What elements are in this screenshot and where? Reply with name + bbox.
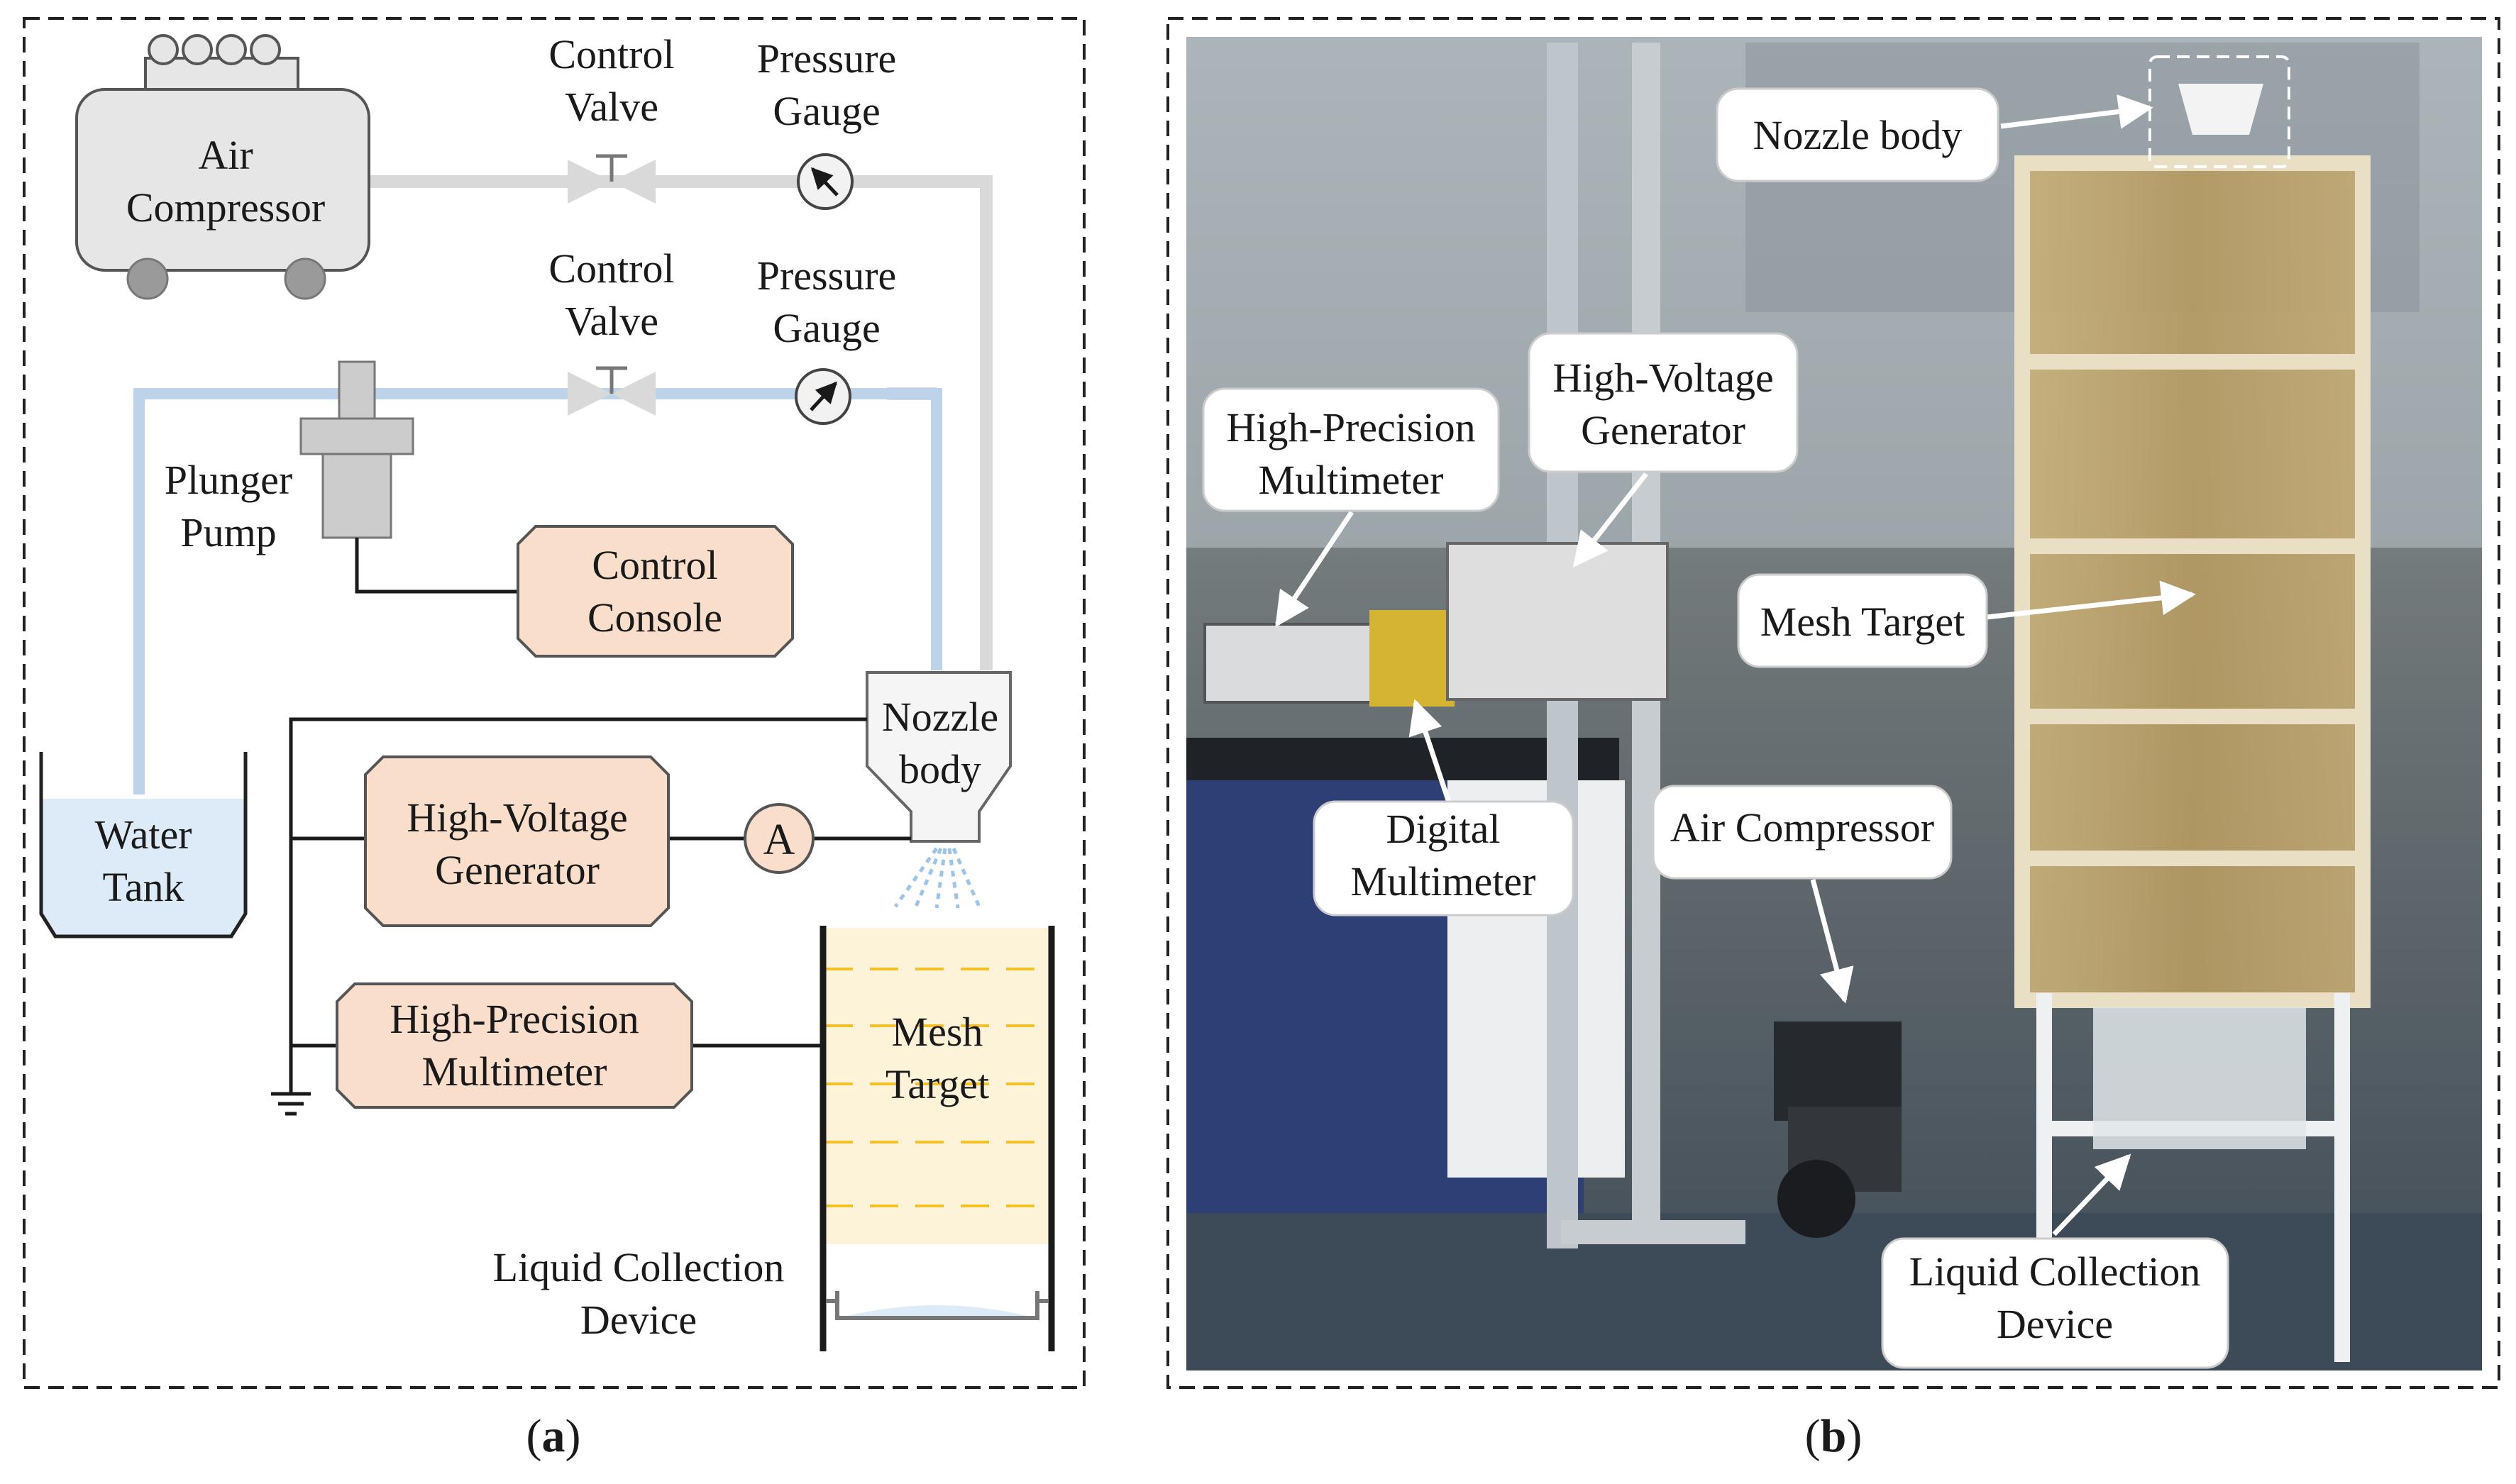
panel-a: Air Compressor Control Valve Pressure Ga… [23, 17, 1086, 1462]
liquid-collection-label-1: Liquid Collection [493, 1244, 785, 1290]
mesh-target-label-2: Target [885, 1061, 989, 1107]
plunger-pump: Plunger Pump [165, 360, 414, 555]
panel-a-caption-letter: a [542, 1410, 565, 1462]
pressure-gauge-bottom-label-2: Gauge [773, 305, 880, 351]
pressure-gauge-top-label-2: Gauge [773, 88, 880, 134]
air-compressor: Air Compressor [75, 34, 370, 300]
mesh-target-label-1: Mesh [892, 1009, 983, 1055]
callout-mesh-target-text: Mesh Target [1760, 599, 1965, 645]
water-tank-label-2: Tank [102, 864, 184, 910]
control-valve-bottom-label-2: Valve [565, 298, 658, 344]
high-voltage-generator-label-2: Generator [435, 847, 600, 893]
callout-liquid-collection: Liquid Collection Device [1881, 1237, 2229, 1369]
callout-hvg-text-1: High-Voltage [1552, 355, 1773, 401]
callout-hpm-text-2: Multimeter [1259, 457, 1444, 503]
panel-a-frame [23, 17, 1086, 1389]
control-console-label-1: Control [592, 542, 717, 588]
callout-nozzle-body-text: Nozzle body [1753, 112, 1963, 158]
callout-air-compressor: Air Compressor [1652, 785, 1953, 880]
air-compressor-label-2: Compressor [126, 184, 325, 231]
control-valve-top-label-2: Valve [565, 84, 658, 130]
air-compressor-label-1: Air [198, 132, 253, 178]
circuit-wiring [289, 717, 911, 1092]
high-precision-multimeter-label-1: High-Precision [390, 996, 639, 1042]
nozzle-body: Nozzle body [866, 671, 1012, 843]
callout-lc-text-2: Device [1997, 1301, 2113, 1347]
spray-pattern [893, 847, 981, 909]
plunger-pump-label-1: Plunger [165, 457, 292, 503]
control-console: Control Console [517, 525, 794, 658]
ammeter-symbol: A [763, 816, 795, 864]
high-precision-multimeter-box: High-Precision Multimeter [336, 982, 693, 1109]
callout-dm-text-2: Multimeter [1351, 858, 1536, 904]
callout-dm-text-1: Digital [1386, 806, 1500, 852]
high-precision-multimeter-label-2: Multimeter [422, 1048, 607, 1095]
callout-hvg-text-2: Generator [1581, 407, 1745, 453]
panel-b-caption-letter: b [1821, 1410, 1847, 1462]
panel-a-caption: (a) [526, 1410, 581, 1462]
pressure-gauge-bottom: Pressure Gauge [757, 253, 897, 425]
callout-hpm-text-1: High-Precision [1226, 404, 1475, 450]
control-console-label-2: Console [587, 594, 722, 641]
mesh-target: Mesh Target [820, 926, 1055, 1351]
panel-b-caption: (b) [1805, 1410, 1863, 1462]
callout-high-voltage-generator: High-Voltage Generator [1528, 332, 1799, 473]
callout-air-compressor-text: Air Compressor [1670, 804, 1934, 851]
callout-high-precision-multimeter: High-Precision Multimeter [1202, 387, 1500, 512]
control-valve-bottom-label-1: Control [548, 245, 674, 292]
nozzle-body-label-1: Nozzle [882, 694, 998, 740]
pressure-gauge-top-label-1: Pressure [757, 35, 897, 82]
liquid-collection-device: Liquid Collection Device [493, 1244, 1049, 1343]
control-valve-top: Control Valve [548, 31, 675, 204]
lab-photograph [1186, 37, 2482, 1371]
callout-lc-text-1: Liquid Collection [1909, 1248, 2201, 1295]
pressure-gauge-top: Pressure Gauge [757, 35, 897, 210]
control-valve-top-label-1: Control [548, 31, 674, 77]
nozzle-body-label-2: body [899, 746, 981, 792]
panel-b-frame [1166, 17, 2500, 1389]
callout-arrows [1275, 94, 2196, 1236]
panel-b: Nozzle body High-Voltage Generator High-… [1166, 17, 2500, 1462]
high-voltage-generator-label-1: High-Voltage [407, 794, 627, 841]
ground-symbol [271, 1092, 311, 1116]
water-tank-label-1: Water [94, 812, 192, 858]
high-voltage-generator-box: High-Voltage Generator [364, 755, 670, 927]
callout-mesh-target: Mesh Target [1737, 573, 1988, 668]
callout-nozzle-body: Nozzle body [1716, 87, 1999, 182]
ammeter: A [744, 803, 815, 874]
callout-digital-multimeter: Digital Multimeter [1313, 800, 1574, 917]
water-tank: Water Tank [39, 752, 248, 938]
plunger-pump-label-2: Pump [180, 509, 276, 555]
water-pipeline [133, 388, 942, 794]
liquid-collection-label-2: Device [580, 1297, 697, 1343]
pump-console-wire [355, 538, 518, 594]
control-valve-bottom: Control Valve [548, 245, 675, 416]
pressure-gauge-bottom-label-1: Pressure [757, 253, 897, 299]
